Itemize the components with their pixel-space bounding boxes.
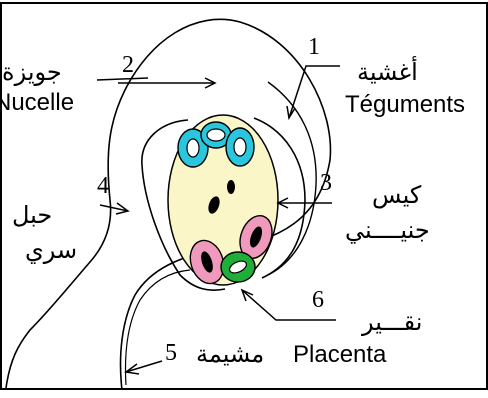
label-nucelle-fr: Nucelle bbox=[0, 89, 74, 116]
label-sac-ar-2: جنيــــني bbox=[345, 216, 430, 244]
label-placenta-fr: Placenta bbox=[293, 341, 387, 368]
label-teguments-ar: أغشية bbox=[357, 56, 418, 86]
label-teguments-fr: Téguments bbox=[345, 91, 465, 118]
leader-5 bbox=[126, 361, 162, 372]
label-funicule-ar-1: حبل bbox=[12, 201, 52, 229]
polar-nucleus bbox=[227, 180, 235, 194]
label-number-2: 2 bbox=[122, 52, 134, 78]
funicle-inner-edge bbox=[126, 270, 190, 385]
label-placenta-ar: مشيمة bbox=[196, 340, 264, 368]
label-number-3: 3 bbox=[320, 170, 332, 196]
label-number-6: 6 bbox=[312, 287, 324, 313]
leader-2 bbox=[97, 78, 215, 83]
label-sac-ar-1: كيس bbox=[372, 181, 422, 209]
label-funicule-ar-2: سري bbox=[25, 236, 77, 264]
label-number-4: 4 bbox=[97, 173, 109, 199]
antipodal-nucleus bbox=[234, 138, 246, 156]
antipodal-nucleus bbox=[187, 139, 199, 157]
antipodal-nucleus bbox=[207, 129, 225, 141]
label-number-1: 1 bbox=[308, 34, 320, 60]
label-number-5: 5 bbox=[165, 340, 177, 366]
label-micropyle-ar: نقـــير bbox=[361, 308, 422, 336]
label-nucelle-ar: جويزة bbox=[2, 58, 62, 86]
